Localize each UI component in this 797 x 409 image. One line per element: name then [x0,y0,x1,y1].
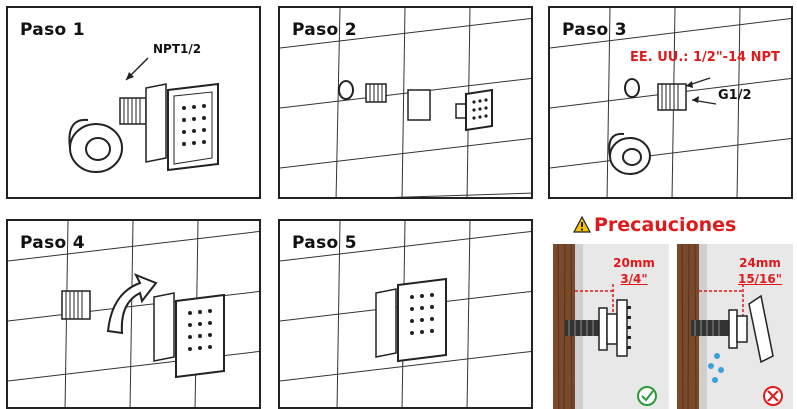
step-3-panel: Paso 3 EE. UU.: 1/2"-14 NPT G1/2 [548,6,793,199]
incorrect-mm: 24mm [739,256,781,270]
step-3-title: Paso 3 [562,20,627,40]
npt-label: NPT1/2 [153,42,202,56]
step-1-panel: Paso 1 NPT1/2 [6,6,261,199]
step-5-title: Paso 5 [292,233,357,253]
step-2-illustration [280,8,531,197]
npt-us-label: EE. UU.: 1/2"-14 NPT [630,50,780,65]
step-5-illustration [280,221,531,407]
step-5-panel: Paso 5 [278,219,533,409]
step-1-illustration [68,57,219,173]
correct-inch: 3/4" [620,272,648,286]
g12-label: G1/2 [718,88,752,103]
step-4-panel: Paso 4 [6,219,261,409]
step-1-title: Paso 1 [20,20,85,40]
step-2-title: Paso 2 [292,20,357,40]
correct-install-illustration [553,244,657,409]
correct-measure: 20mm 3/4" [604,255,664,287]
step-2-panel: Paso 2 [278,6,533,199]
incorrect-measure: 24mm 15/16" [730,255,790,287]
step-3-illustration [550,8,791,197]
warning-icon [573,216,591,233]
precautions-title: Precauciones [594,214,737,236]
correct-mm: 20mm [613,256,655,270]
incorrect-install-illustration [677,244,783,409]
correct-install-panel [553,244,669,409]
check-icon [637,386,657,406]
step-4-title: Paso 4 [20,233,85,253]
step-4-illustration [8,221,259,407]
incorrect-inch: 15/16" [737,272,783,286]
incorrect-install-panel [677,244,793,409]
